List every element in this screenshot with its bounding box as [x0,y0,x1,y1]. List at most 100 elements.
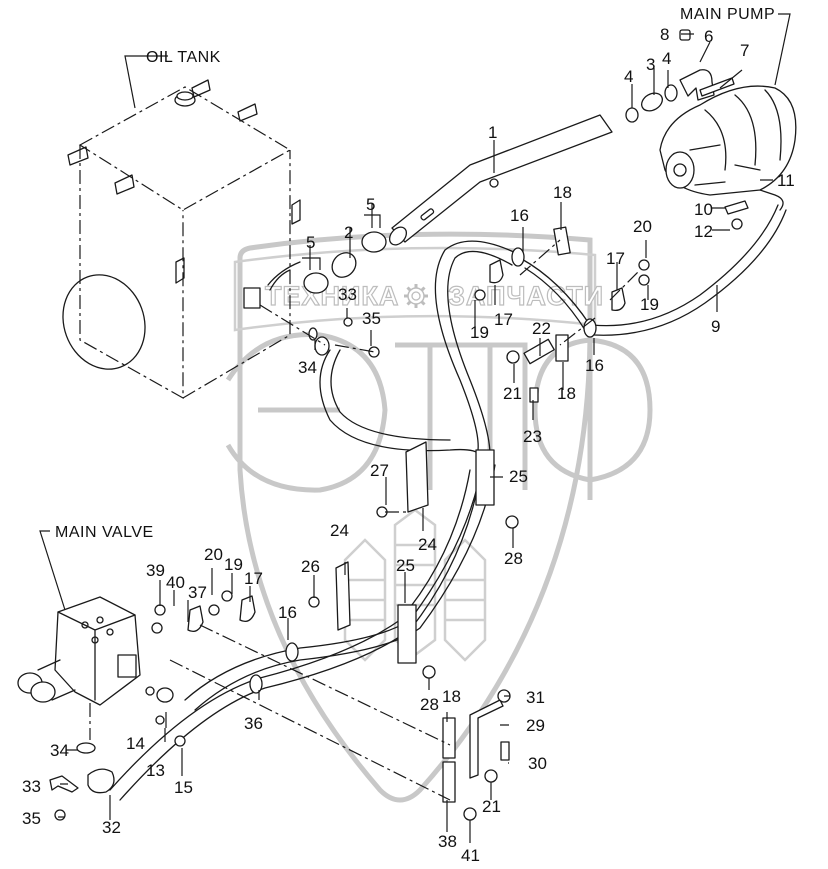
bracket-22 [523,338,555,365]
plug-8 [679,29,691,41]
oil-tank-cleanout-cover [62,274,146,370]
hose-2 [331,252,357,278]
callout-4: 4 [624,67,633,86]
watermark: ТЕХНИКА ЗАПЧАСТИ [225,231,653,803]
clamp-17 [489,259,504,284]
clamp-4 [664,84,678,102]
callout-25: 25 [509,467,528,486]
flange-32 [87,768,115,794]
callout-36: 36 [244,714,263,733]
callout-8: 8 [660,25,669,44]
callout-21: 21 [503,384,522,403]
callout-5: 5 [366,195,375,214]
oil-tank-bracket [237,103,258,122]
main-valve: MAIN VALVE [17,524,154,740]
callout-34: 34 [298,358,317,377]
callout-16: 16 [585,356,604,375]
clamp-5 [361,231,387,253]
callout-38: 38 [438,832,457,851]
plate-18 [442,717,456,759]
callout-33: 33 [22,777,41,796]
oil-tank: OIL TANK [62,49,301,400]
callout-37: 37 [188,583,207,602]
callout-21: 21 [482,797,501,816]
suction-pipe [243,29,735,309]
plate-38 [442,761,456,803]
callout-18: 18 [442,687,461,706]
callout-17: 17 [494,310,513,329]
oil-tank-bracket [114,174,135,195]
callouts: 1 2 3 4 4 5 5 6 7 8 9 10 11 12 13 14 15 … [22,25,795,865]
callout-20: 20 [204,545,223,564]
callout-30: 30 [528,754,547,773]
callout-35: 35 [22,809,41,828]
clamp-37 [187,605,204,633]
hardware [49,189,784,821]
callout-17: 17 [244,569,263,588]
callout-15: 15 [174,778,193,797]
callout-6: 6 [704,27,713,46]
o-ring-34 [76,742,96,754]
callout-17: 17 [606,249,625,268]
pipe-1 [391,114,613,243]
oil-tank-right-face [182,150,291,399]
main-pump-leader [774,13,791,86]
oil-tank-filler-cap [174,91,196,107]
clamp-17 [239,595,256,623]
callout-14: 14 [126,734,145,753]
callout-23: 23 [523,427,542,446]
clamp-4 [625,107,639,123]
hose-fitting-16 [285,642,299,662]
callout-39: 39 [146,561,165,580]
callout-12: 12 [694,222,713,241]
main-pump-shaft [665,151,695,189]
oil-tank-bracket [67,146,89,166]
callout-25: 25 [396,556,415,575]
callout-35: 35 [362,309,381,328]
main-pump: MAIN PUMP [659,6,797,196]
callout-31: 31 [526,688,545,707]
main-valve-label: MAIN VALVE [55,524,154,541]
main-pump-label: MAIN PUMP [680,6,775,23]
watermark-feather-left [343,538,387,662]
watermark-feather-mid [393,508,437,657]
plate-18 [555,334,569,362]
callout-34: 34 [50,741,69,760]
bolts [54,200,749,821]
callout-32: 32 [102,818,121,837]
oil-tank-bracket [291,199,301,225]
o-ring-14 [145,686,155,696]
callout-19: 19 [224,555,243,574]
hose-upper-to-mid [519,257,591,326]
main-valve-leader [39,530,66,611]
callout-19: 19 [640,295,659,314]
oil-tank-bracket [191,79,211,98]
callout-5: 5 [306,233,315,252]
clamp-5 [303,272,329,294]
plate-18 [553,226,571,256]
hose-upper-loop [434,240,521,451]
flange-13 [156,687,174,703]
callout-16: 16 [278,603,297,622]
oil-tank-bracket [175,257,185,284]
callout-27: 27 [370,461,389,480]
hose-36 [109,469,471,791]
watermark-shield-outline [237,231,593,803]
flange-7 [699,77,735,97]
bracket-24 [405,441,429,513]
pressure-hoses [109,204,787,801]
callout-18: 18 [553,183,572,202]
callout-10: 10 [694,200,713,219]
flange-34 [314,336,330,356]
callout-24: 24 [330,521,349,540]
callout-2: 2 [344,223,353,242]
callout-24: 24 [418,535,437,554]
pump-side-loop-hose [759,189,784,211]
callout-33: 33 [338,285,357,304]
callout-19: 19 [470,323,489,342]
hose-34-line [319,349,481,456]
callout-29: 29 [526,716,545,735]
callout-16: 16 [510,206,529,225]
hose-to-main-valve-upper [184,459,484,701]
